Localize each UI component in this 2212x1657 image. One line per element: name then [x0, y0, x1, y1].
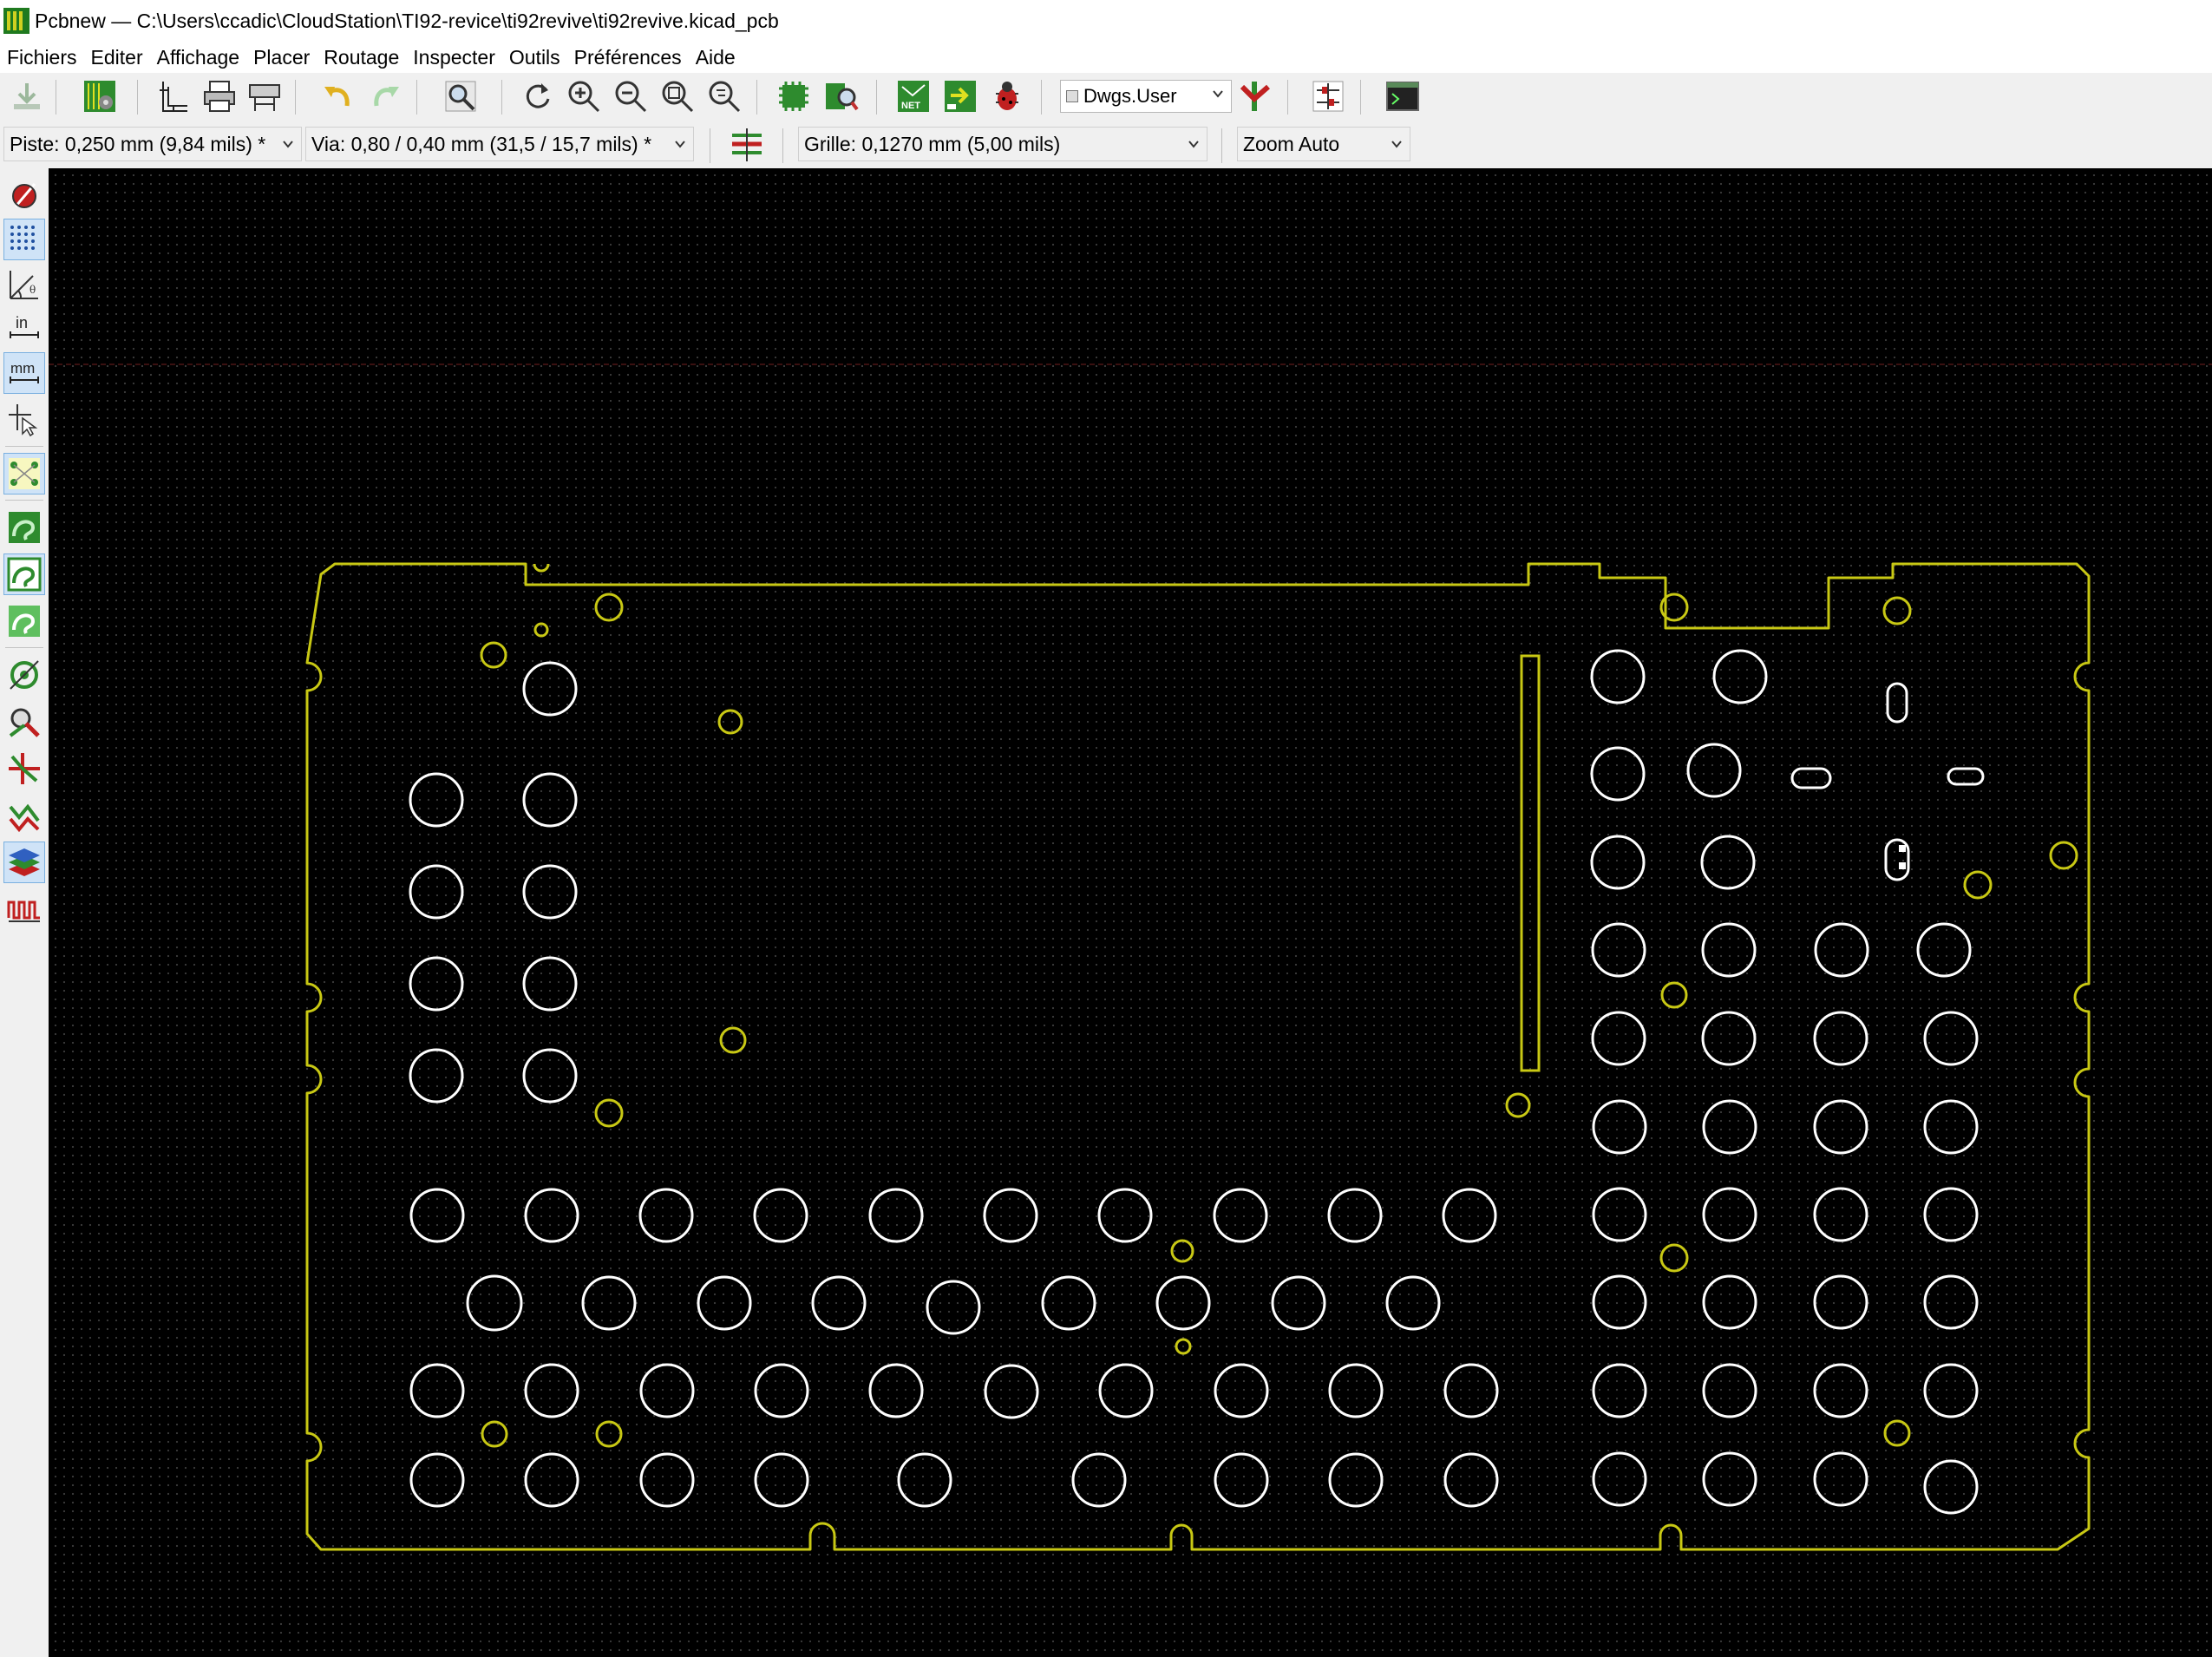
zoom-selection-icon[interactable]: [704, 76, 744, 116]
cursor-icon[interactable]: [3, 399, 45, 441]
svg-text:mm: mm: [10, 360, 35, 377]
track-width-select[interactable]: Piste: 0,250 mm (9,84 mils) *: [3, 127, 302, 161]
chevron-down-icon: [675, 141, 685, 148]
zone-nofill-icon[interactable]: [3, 600, 45, 642]
board-outline: [305, 562, 2091, 1551]
print-icon[interactable]: [200, 76, 239, 116]
main-toolbar: NET Dwgs.User: [0, 73, 2212, 121]
chevron-down-icon: [1188, 141, 1199, 148]
find-icon[interactable]: [441, 76, 481, 116]
track-sketch-icon[interactable]: [3, 748, 45, 789]
key-holes: [409, 649, 1985, 1515]
menu-fichiers[interactable]: Fichiers: [7, 45, 77, 69]
chevron-down-icon: [1213, 90, 1223, 98]
zoom-select[interactable]: Zoom Auto: [1237, 127, 1410, 161]
via-size-value: Via: 0,80 / 0,40 mm (31,5 / 15,7 mils) *: [311, 132, 652, 155]
autoroute-icon[interactable]: [1308, 76, 1348, 116]
zone-fill-icon[interactable]: [3, 507, 45, 548]
mm-units-icon[interactable]: mm: [3, 352, 45, 394]
svg-text:NET: NET: [901, 101, 920, 111]
polar-coords-icon[interactable]: θ: [3, 264, 45, 305]
layer-color-swatch: [1066, 90, 1078, 102]
inch-units-icon[interactable]: in: [3, 307, 45, 349]
high-contrast-icon[interactable]: [3, 795, 45, 836]
menu-bar: Fichiers Editer Affichage Placer Routage…: [0, 42, 2212, 73]
save-board-icon[interactable]: [7, 76, 47, 116]
auto-track-width-icon[interactable]: [727, 125, 767, 165]
svg-text:θ: θ: [29, 284, 36, 296]
left-display-toolbar: θ in mm: [0, 168, 49, 1657]
layer-select-value: Dwgs.User: [1083, 85, 1177, 107]
menu-editer[interactable]: Editer: [90, 45, 143, 69]
grid-icon[interactable]: [3, 219, 45, 260]
menu-affichage[interactable]: Affichage: [156, 45, 240, 69]
layer-select[interactable]: Dwgs.User: [1060, 80, 1232, 113]
drc-icon[interactable]: [987, 76, 1027, 116]
menu-aide[interactable]: Aide: [695, 45, 736, 69]
zoom-in-icon[interactable]: [564, 76, 604, 116]
svg-text:in: in: [16, 314, 28, 331]
layers-manager-icon[interactable]: [3, 842, 45, 883]
grid-select[interactable]: Grille: 0,1270 mm (5,00 mils): [798, 127, 1207, 161]
chevron-down-icon: [283, 141, 293, 148]
menu-preferences[interactable]: Préférences: [573, 45, 682, 69]
layer-pair-icon[interactable]: [1235, 76, 1275, 116]
grid-value: Grille: 0,1270 mm (5,00 mils): [804, 132, 1061, 155]
board-drawing: [49, 363, 2212, 1551]
menu-outils[interactable]: Outils: [508, 45, 560, 69]
selection-handles: [1899, 845, 1906, 869]
outline-notch: [533, 563, 550, 573]
menu-inspecter[interactable]: Inspecter: [413, 45, 495, 69]
title-bar: Pcbnew — C:\Users\ccadic\CloudStation\TI…: [0, 0, 2212, 42]
menu-routage[interactable]: Routage: [324, 45, 400, 69]
footprint-browser-icon[interactable]: [821, 76, 861, 116]
board-setup-icon[interactable]: [80, 76, 120, 116]
plot-icon[interactable]: [245, 76, 285, 116]
undo-icon[interactable]: [317, 76, 357, 116]
zone-outline-icon[interactable]: [3, 553, 45, 595]
slot-outline: [1520, 654, 1541, 1072]
redo-icon[interactable]: [366, 76, 406, 116]
pcbnew-app-icon: [3, 8, 29, 34]
scripting-console-icon[interactable]: [1383, 76, 1423, 116]
mounting-holes: [480, 593, 2078, 1448]
page-settings-icon[interactable]: [154, 76, 194, 116]
ratsnest-icon[interactable]: [3, 453, 45, 494]
pcb-canvas[interactable]: [49, 168, 2212, 1657]
pad-sketch-icon[interactable]: [3, 654, 45, 696]
redraw-icon[interactable]: [517, 76, 557, 116]
via-sketch-icon[interactable]: [3, 701, 45, 743]
zoom-value: Zoom Auto: [1243, 132, 1340, 155]
netlist-icon[interactable]: NET: [893, 76, 933, 116]
update-pcb-icon[interactable]: [940, 76, 980, 116]
window-title: Pcbnew — C:\Users\ccadic\CloudStation\TI…: [35, 9, 779, 32]
drc-marker-icon[interactable]: [3, 174, 45, 215]
menu-placer[interactable]: Placer: [253, 45, 311, 69]
zoom-out-icon[interactable]: [611, 76, 651, 116]
zoom-fit-icon[interactable]: [658, 76, 697, 116]
microwave-icon[interactable]: [3, 888, 45, 930]
via-size-select[interactable]: Via: 0,80 / 0,40 mm (31,5 / 15,7 mils) *: [305, 127, 694, 161]
secondary-toolbar: Piste: 0,250 mm (9,84 mils) * Via: 0,80 …: [0, 121, 2212, 168]
track-width-value: Piste: 0,250 mm (9,84 mils) *: [10, 132, 266, 155]
chevron-down-icon: [1391, 141, 1402, 148]
footprint-editor-icon[interactable]: [774, 76, 814, 116]
